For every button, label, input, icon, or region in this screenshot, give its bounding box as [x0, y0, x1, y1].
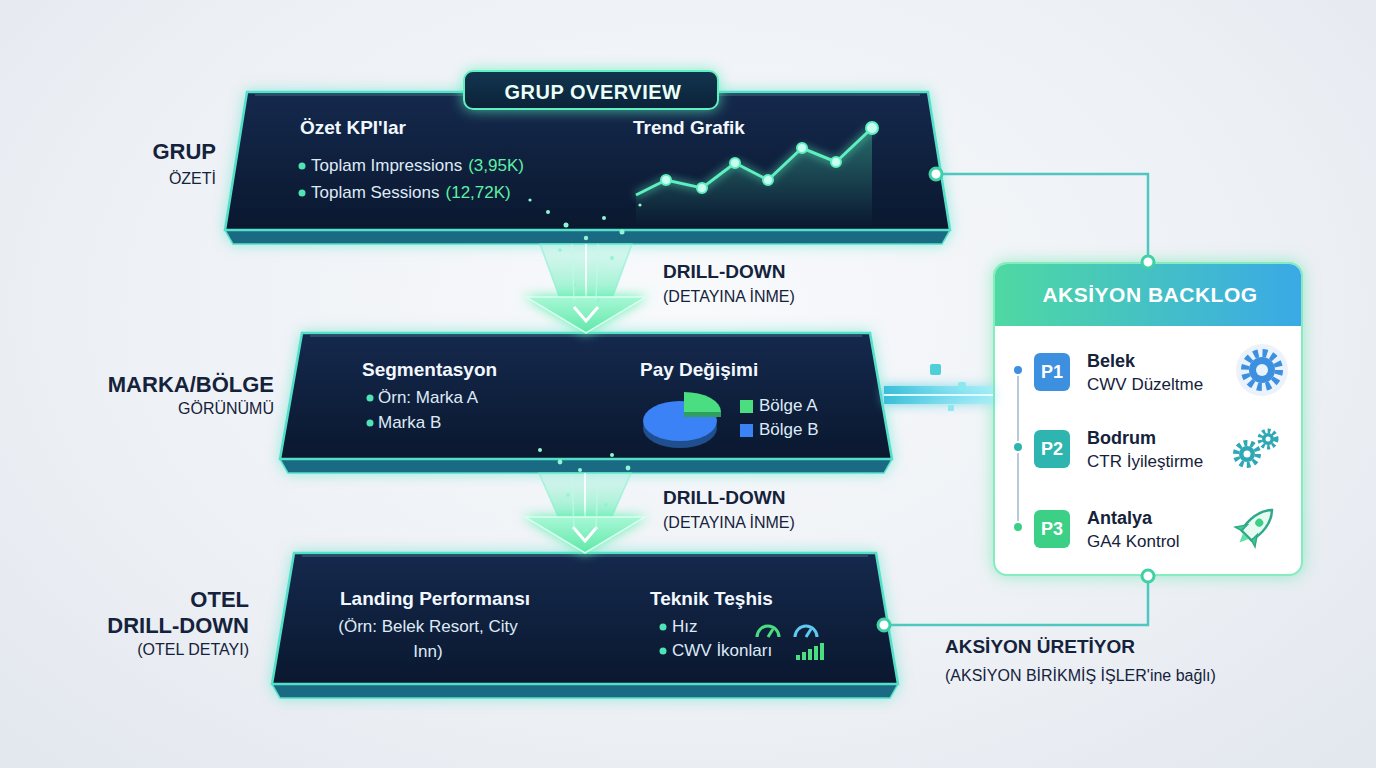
- node-text: AKSİYON BACKLOG: [1042, 283, 1257, 307]
- text-line: CWV Düzeltme: [1087, 375, 1203, 395]
- text-line: Teknik Teşhis: [650, 588, 773, 610]
- level-label: OTEL: [190, 587, 249, 613]
- level-panel: SegmentasyonÖrn: Marka A Marka B Pay Değiş…: [280, 333, 892, 473]
- text-line: P2: [1034, 430, 1070, 468]
- node-text: Marka B: [378, 413, 441, 433]
- level-label: GÖRÜNÜMÜ: [178, 400, 274, 418]
- node-text: Hız: [672, 617, 698, 637]
- text-line: AKSİYON BACKLOG: [995, 264, 1305, 326]
- node-text: GRUP OVERVIEW: [505, 81, 682, 104]
- level-label: GRUP: [152, 139, 216, 165]
- node-text: Pay Değişimi: [640, 359, 758, 381]
- text-line: Pay Değişimi: [640, 359, 758, 381]
- edge-label: AKSİYON ÜRETİYOR: [945, 636, 1135, 658]
- node-text: P2: [1041, 439, 1063, 460]
- text-line: P3: [1034, 510, 1070, 548]
- node-text: CTR İyileştirme: [1087, 452, 1203, 472]
- text-line: CWV İkonları: [672, 641, 772, 661]
- legend-text: Bölge A: [759, 396, 818, 416]
- priority-tag: P1BelekCWV Düzeltme: [1034, 353, 1070, 391]
- legend-swatch: [740, 400, 753, 413]
- text-line: Landing Performansı: [340, 588, 530, 610]
- node-text: (Örn: Belek Resort, City Inn): [338, 617, 518, 661]
- beam-connector: [884, 386, 993, 404]
- node-text: Toplam Impressions: [311, 156, 462, 176]
- node-text: (12,72K): [446, 183, 511, 203]
- priority-tag: P2BodrumCTR İyileştirme: [1034, 430, 1070, 468]
- text-line: Hız: [672, 617, 698, 637]
- text-line: Toplam Sessions (12,72K): [311, 183, 511, 203]
- text-line: Marka B: [378, 413, 441, 433]
- edge-label: DRILL-DOWN: [663, 487, 785, 509]
- node-text: Belek: [1087, 351, 1135, 372]
- text-line: Özet KPI'lar: [300, 117, 406, 139]
- node-text: CWV İkonları: [672, 641, 772, 661]
- level-label: MARKA/BÖLGE: [108, 372, 274, 398]
- priority-tag: P3AntalyaGA4 Kontrol: [1034, 510, 1070, 548]
- node-text: Bodrum: [1087, 428, 1156, 449]
- note-label: (AKSİYON BİRİKMİŞ İŞLER'ine bağlı): [945, 667, 1216, 685]
- edge-label: DRILL-DOWN: [663, 261, 785, 283]
- text-line: Örn: Marka A: [378, 388, 478, 408]
- title-badge: GRUP OVERVIEW: [463, 70, 719, 110]
- level-panel: Landing Performansı (Örn: Belek Resort, C…: [272, 553, 898, 698]
- legend-item: Bölge A: [740, 396, 818, 416]
- text-line: P1: [1034, 353, 1070, 391]
- text-line: Trend Grafik: [633, 117, 745, 139]
- backlog-card: AKSİYON BACKLOGP1BelekCWV DüzeltmeP2Bodr…: [993, 262, 1303, 576]
- node-text: P3: [1041, 519, 1063, 540]
- text-line: Antalya: [1087, 508, 1152, 529]
- text-line: Bodrum: [1087, 428, 1156, 449]
- level-label: DRILL-DOWN: [107, 613, 249, 639]
- node-text: Antalya: [1087, 508, 1152, 529]
- note-label: (DETAYINA İNME): [663, 514, 795, 532]
- text-line: CTR İyileştirme: [1087, 452, 1203, 472]
- legend-text: Bölge B: [759, 420, 819, 440]
- text-line: Toplam Impressions (3,95K): [311, 156, 524, 176]
- text-line: (Örn: Belek Resort, City Inn): [338, 614, 518, 664]
- legend-swatch: [740, 424, 753, 437]
- drill-connector: [525, 473, 645, 553]
- beam-bits: [930, 364, 966, 411]
- node-text: GA4 Kontrol: [1087, 532, 1180, 552]
- text-line: GRUP OVERVIEW: [465, 72, 721, 112]
- node-text: (3,95K): [468, 156, 524, 176]
- node-text: Örn: Marka A: [378, 388, 478, 408]
- elbow-connector: [878, 570, 1154, 631]
- node-text: Toplam Sessions: [311, 183, 440, 203]
- level-label: (OTEL DETAYI): [137, 641, 249, 659]
- node-text: Teknik Teşhis: [650, 588, 773, 610]
- legend-item: Bölge B: [740, 420, 819, 440]
- drill-connector: [526, 244, 646, 333]
- node-text: P1: [1041, 362, 1063, 383]
- level-panel: Özet KPI'larToplam Impressions(3,95K)Top…: [225, 92, 950, 244]
- node-text: Özet KPI'lar: [300, 117, 406, 139]
- node-text: Trend Grafik: [633, 117, 745, 139]
- text-line: Segmentasyon: [362, 359, 497, 381]
- level-label: ÖZETİ: [169, 170, 216, 188]
- node-text: Landing Performansı: [340, 588, 530, 610]
- text-line: Belek: [1087, 351, 1135, 372]
- elbow-connector: [930, 168, 1154, 268]
- text-line: GA4 Kontrol: [1087, 532, 1180, 552]
- note-label: (DETAYINA İNME): [663, 288, 795, 306]
- node-text: CWV Düzeltme: [1087, 375, 1203, 395]
- node-text: Segmentasyon: [362, 359, 497, 381]
